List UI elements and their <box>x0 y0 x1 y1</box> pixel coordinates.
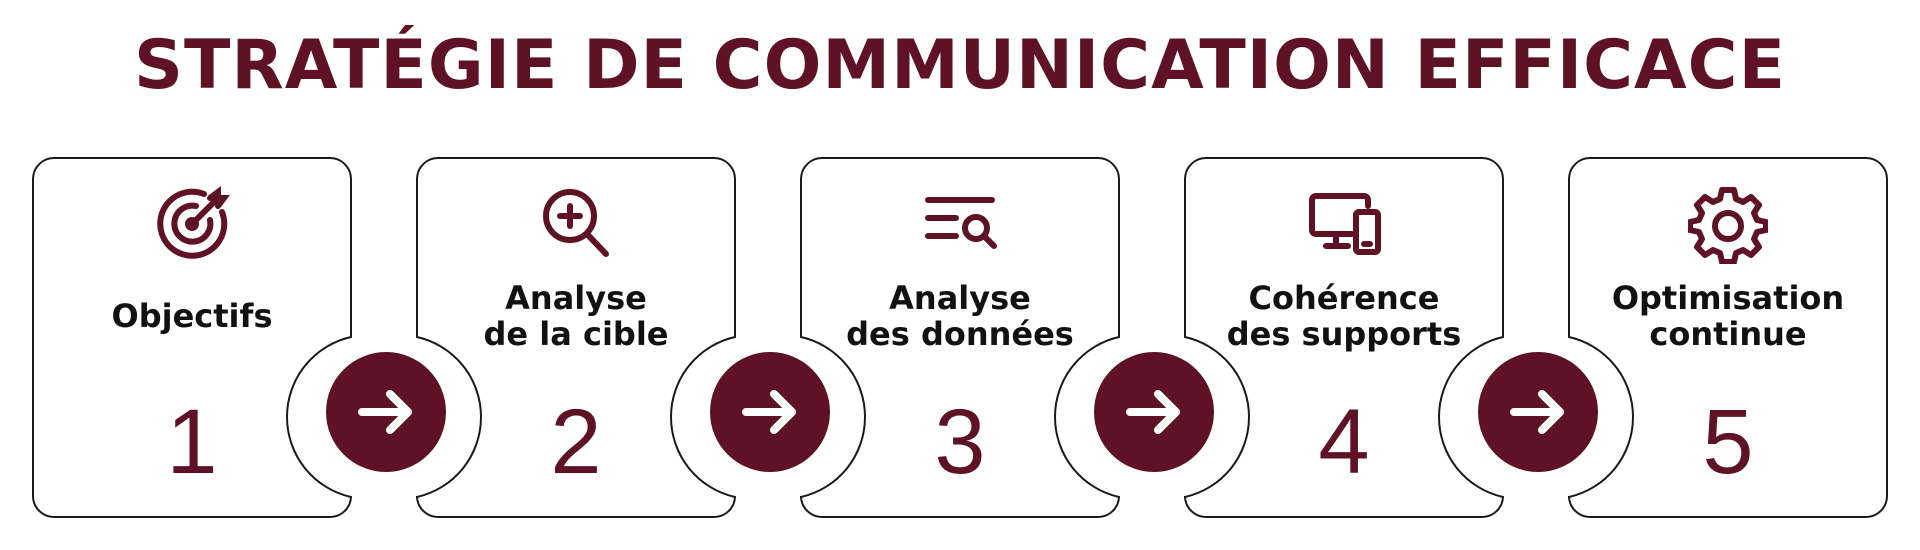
step-card-frame <box>1568 157 1888 518</box>
step-title-line-2: des supports <box>1226 315 1462 353</box>
arrow-right-icon <box>358 390 412 434</box>
step-card-1: Objectifs 1 <box>32 157 353 519</box>
step-number: 4 <box>1318 391 1370 493</box>
step-title-line-1: Analyse <box>505 279 647 317</box>
step-title: Analyse des données <box>800 261 1120 371</box>
step-card-frame <box>416 157 737 519</box>
connector-arrow-3 <box>1094 352 1214 472</box>
step-title-line-1: Optimisation <box>1611 279 1845 317</box>
list-search-icon <box>800 184 1120 264</box>
step-title: Analyse de la cible <box>416 261 736 371</box>
step-card-4: Cohérence des supports 4 <box>1184 157 1505 519</box>
step-number: 1 <box>166 391 218 493</box>
step-title-line-2: des données <box>846 315 1074 353</box>
arrow-right-icon <box>742 390 796 434</box>
connector-arrow-2 <box>710 352 830 472</box>
step-number: 2 <box>550 391 602 493</box>
step-title-line-1: Analyse <box>889 279 1031 317</box>
step-card-2: Analyse de la cible 2 <box>416 157 737 519</box>
step-title: Optimisation continue <box>1568 261 1888 371</box>
step-number: 5 <box>1702 391 1754 493</box>
arrow-right-icon <box>1510 390 1564 434</box>
step-title: Cohérence des supports <box>1184 261 1504 371</box>
step-card-3: Analyse des données 3 <box>800 157 1121 519</box>
step-title: Objectifs <box>32 261 352 371</box>
step-card-frame <box>800 157 1121 519</box>
step-number: 3 <box>934 391 986 493</box>
arrow-right-icon <box>1126 390 1180 434</box>
diagram-title: STRATÉGIE DE COMMUNICATION EFFICACE <box>133 26 1787 105</box>
step-title-line-2: continue <box>1649 315 1807 353</box>
step-title-line-2: de la cible <box>483 315 669 353</box>
step-card-frame <box>32 157 353 519</box>
magnifier-plus-icon <box>416 184 736 264</box>
step-title-line-1: Cohérence <box>1248 279 1440 317</box>
step-title-line-1: Objectifs <box>111 297 273 335</box>
gear-icon <box>1568 184 1888 264</box>
devices-icon <box>1184 184 1504 264</box>
target-icon <box>32 184 352 264</box>
connector-arrow-1 <box>326 352 446 472</box>
connector-arrow-4 <box>1478 352 1598 472</box>
step-card-frame <box>1184 157 1505 519</box>
step-card-5: Optimisation continue 5 <box>1568 157 1888 518</box>
